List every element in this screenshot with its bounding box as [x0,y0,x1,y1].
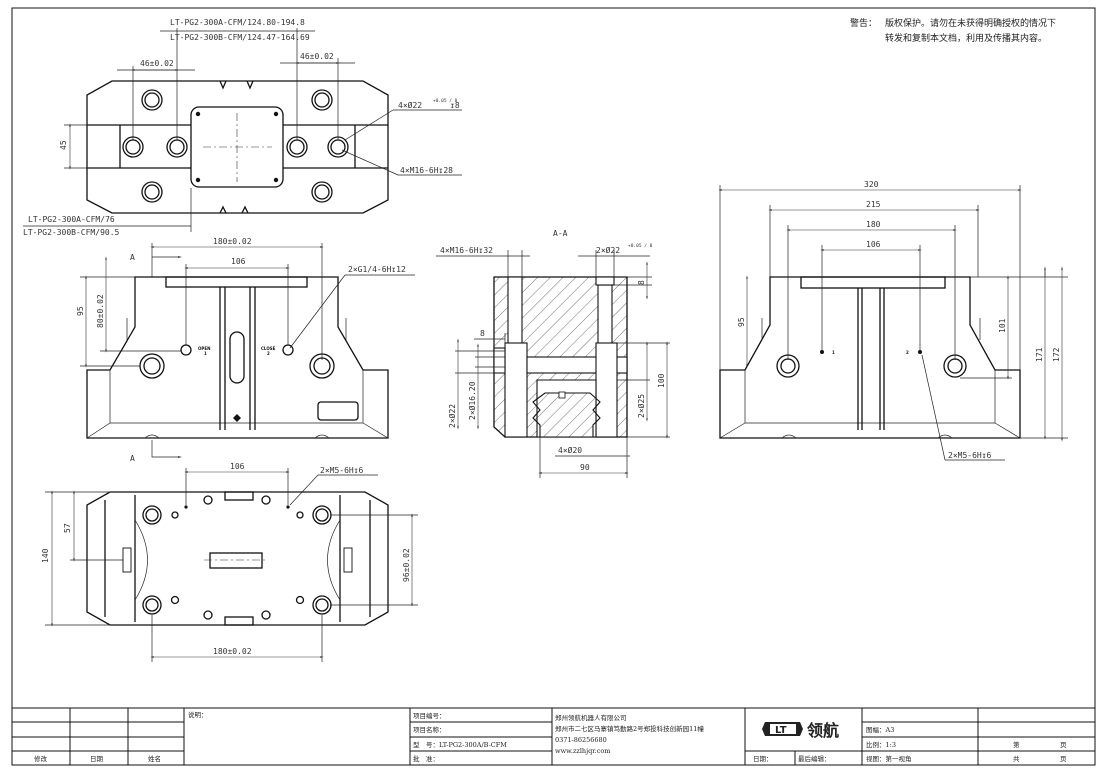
dim-215: 215 [866,200,881,209]
dim-106-bottom: 106 [230,462,245,471]
dim-140: 140 [41,548,50,563]
dim-46-right: 46±0.02 [300,52,334,61]
dim-101: 101 [998,318,1007,333]
dim-d20-section: 4×Ø20 [558,445,582,455]
dim-95-right: 95 [737,317,746,327]
section-bore-note: 2×Ø22 [596,245,620,255]
section-bore-tolerance: +0.05 / 0 [628,243,653,249]
dim-45: 45 [59,140,68,150]
dim-46-left: 46±0.02 [140,59,174,68]
project-number-label: 项目编号： [413,711,446,720]
port-close-label: CLOSE [261,346,276,351]
screw-dots [195,111,279,183]
warning-line-2: 转发和复制本文档，利用及传播其内容。 [885,32,1047,44]
project-name-label: 项目名称： [413,725,446,734]
dim-180-right: 180 [866,220,881,229]
port-open-label: OPEN [198,346,210,351]
right-thread-note: 2×M5-6H↧6 [948,451,992,460]
cbore-tolerance: +0.05 / 0 [433,98,458,104]
dim-96: 96±0.02 [402,548,411,582]
thread-note-top: 4×M16-6H↧28 [400,166,453,175]
date-header: 日期 [90,755,104,763]
drawing-scale: 比例：1:3 [866,740,896,749]
sheet-size: 图幅：A3 [866,725,894,734]
approve-label: 批 准： [413,754,439,763]
dim-57: 57 [63,523,72,533]
title-block: 修改 日期 姓名 说明： 项目编号： 项目名称： 型 号：LT-PG2-300A… [11,707,1096,766]
cbore-note: 4×Ø22 [398,100,422,110]
company-logo: LT 领航 [762,721,839,740]
offset-dim-a: LT-PG2-300A-CFM/76 [28,215,115,224]
center-slot [209,552,263,569]
warning-label: 警告： [850,17,877,29]
section-mark-a-bottom: A [130,454,135,463]
front-view: OPEN 1 CLOSE 2 180±0.02 106 A A 95 80±0.… [76,237,415,463]
company-website: www.zzlhjqr.com [555,747,610,755]
dim-106-front: 106 [231,257,246,266]
stroke-dim-b: LT-PG2-300B-CFM/124.47-164.69 [170,33,310,42]
dim-320: 320 [864,180,879,189]
cbore-depth: ↧8 [450,101,460,110]
stroke-dim-a: LT-PG2-300A-CFM/124.80-194.8 [170,18,305,27]
company-name: 郑州领航机器人有限公司 [555,713,627,722]
company-address: 郑州市二七区马寨镇笃勤路2号郑投科技创新园11幢 [555,724,704,733]
top-view: LT-PG2-300A-CFM/124.80-194.8 LT-PG2-300B… [23,18,462,237]
section-title: A-A [553,229,568,238]
dim-8-top: 8 [637,280,646,285]
dim-8-left: 8 [480,329,485,338]
dim-d22-section: 2×Ø22 [447,404,457,428]
offset-dim-b: LT-PG2-300B-CFM/90.5 [23,228,120,237]
port-note: 2×G1/4-6H↧12 [348,265,406,274]
copyright-warning: 警告： 版权保护。请勿在未获得明确授权的情况下 转发和复制本文档，利用及传播其内… [850,17,1056,44]
right-port-2: 2 [906,350,909,355]
total-unit: 页 [1060,755,1067,763]
dim-171: 171 [1035,347,1044,362]
projection-view: 视图：第一视角 [866,754,912,763]
dim-172: 172 [1052,347,1061,362]
logo-text: 领航 [807,721,839,740]
name-header: 姓名 [148,754,161,763]
dim-95-front: 95 [76,306,85,316]
dim-180-front: 180±0.02 [213,237,252,246]
dim-90-section: 90 [580,463,590,472]
dim-d25-section: 2×Ø25 [636,394,646,418]
date-label: 日期： [753,755,773,763]
warning-line-1: 版权保护。请勿在未获得明确授权的情况下 [885,17,1056,29]
page-label: 第 [1013,740,1020,749]
page-unit: 页 [1060,741,1067,749]
bottom-thread-note: 2×M5-6H↧6 [320,466,364,475]
section-view-a-a: A-A 4×M16-6H↧32 2×Ø22 +0.05 / 0 8 8 2×Ø2 [436,229,670,478]
notes-label: 说明： [188,710,208,719]
model-label: 型 号：LT-PG2-300A/B-CFM [413,740,507,749]
last-edit-label: 最后编辑： [798,754,831,763]
company-phone: 0371-86256680 [555,736,607,744]
logo-mark: LT [775,725,787,736]
nameplate [317,401,359,421]
port-open-number: 1 [204,351,207,356]
section-mark-a-top: A [130,253,135,262]
total-label: 共 [1013,754,1020,763]
section-thread-note: 4×M16-6H↧32 [440,246,493,255]
dim-80-front: 80±0.02 [96,294,105,328]
dim-100-section: 100 [657,373,666,388]
rev-header: 修改 [34,754,48,763]
right-port-1: 1 [832,350,835,355]
right-view: 1 2 320 215 180 106 95 101 171 172 2×M5-… [718,180,1068,461]
dim-106-right: 106 [866,240,881,249]
dim-180-bottom: 180±0.02 [213,647,252,656]
port-close-number: 2 [267,351,270,356]
bottom-view: 106 2×M5-6H↧6 140 57 96±0.02 180±0.02 [41,462,418,662]
dim-d16-section: 2×Ø16.20 [467,381,477,420]
